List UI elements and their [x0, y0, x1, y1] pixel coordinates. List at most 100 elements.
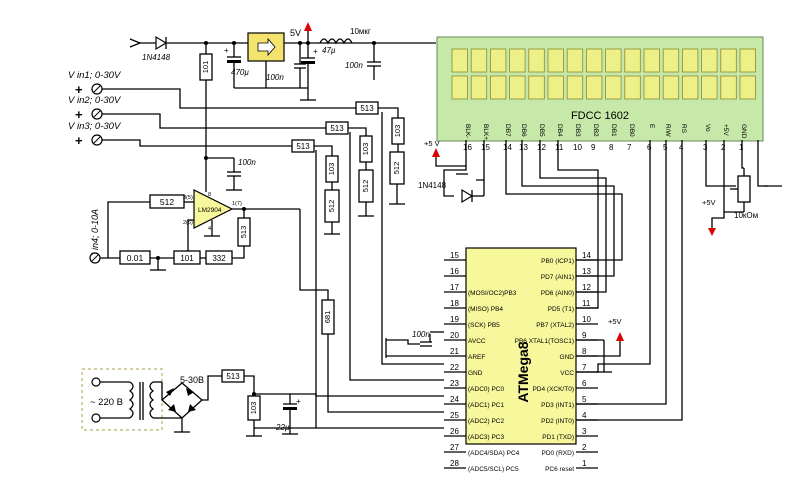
mcu-left-pin-number: 16 — [450, 267, 459, 276]
lcd-char-cell — [547, 75, 564, 100]
lcd-pin-number: 12 — [537, 143, 546, 152]
lcd-pin-label: E — [648, 124, 655, 129]
diode-top-symbol — [155, 35, 168, 51]
mcu-right-pin-label: PB6 XTAL1(TOSC1) — [515, 338, 574, 345]
lcd-pin-number: 8 — [609, 143, 614, 152]
lcd-char-cell — [489, 48, 507, 73]
vin1-plus: + — [75, 82, 83, 97]
transformer-secondary — [149, 381, 155, 419]
resistor-513-b-label: 513 — [330, 124, 344, 133]
mcu-right-pin-number: 3 — [582, 427, 587, 436]
mcu-right-pin-label: PD1 (TXD) — [542, 434, 574, 441]
regulator-arrow-icon — [257, 37, 276, 57]
mcu-right-pin-label: GND — [560, 354, 575, 361]
mcu-right-pin-number: 13 — [582, 267, 591, 276]
mcu-right-pin-number: 12 — [582, 283, 591, 292]
pot-label: 10кОм — [734, 211, 758, 220]
mcu-right-pin-number: 10 — [582, 315, 591, 324]
lcd-char-cell — [662, 48, 680, 73]
mcu-left-pin-label: (ADC5/SCL) PC5 — [468, 466, 519, 473]
opamp-pin1-label: 1(7) — [232, 201, 242, 207]
lcd-char-cell — [509, 75, 526, 100]
lcd-char-cell — [470, 75, 488, 100]
mcu-left-pin-number: 24 — [450, 395, 459, 404]
lcd-char-cell — [470, 48, 488, 73]
lcd-pin-label: +5V — [722, 124, 729, 136]
lcd-char-cell — [643, 75, 660, 100]
mcu-right-pin-label: PB0 (ICP1) — [541, 258, 574, 265]
mcu-left-pin-number: 28 — [450, 459, 459, 468]
lcd-pin-number: 16 — [463, 143, 472, 152]
resistor-101-fb-label: 101 — [180, 254, 194, 263]
lcd-pin-number: 14 — [503, 143, 512, 152]
mcu-right-pin-label: VCC — [560, 370, 574, 377]
mcu-right-pin-number: 14 — [582, 251, 591, 260]
resistor-103-psu-label: 103 — [249, 402, 258, 415]
vin1-label: V in1; 0-30V — [68, 70, 122, 81]
mcu-right-pin-number: 11 — [582, 299, 591, 308]
lcd-pin-number: 10 — [573, 143, 582, 152]
mains-psu-section: ~ 220 В 5-30В 513 103 + 22µ — [81, 368, 317, 437]
lcd-char-cell — [643, 48, 660, 73]
resistor-103-c-label: 103 — [327, 163, 336, 176]
resistor-103-b-label: 103 — [361, 143, 370, 156]
lcd-char-cell — [586, 75, 603, 100]
lcd-5v-label: +5 V — [424, 139, 440, 148]
resistor-513-a-label: 513 — [360, 104, 374, 113]
mcu-left-pin-number: 19 — [450, 315, 459, 324]
lcd-char-cell — [682, 48, 699, 73]
lcd-char-cell — [566, 48, 584, 73]
power-supply-section: 1N4148 101 + 470µ 100n 5V — [129, 22, 436, 158]
cap-470-label: 470µ — [231, 68, 249, 77]
lcd-title: FDCC 1602 — [571, 110, 629, 122]
resistor-512-a-label: 512 — [392, 162, 401, 175]
mcu-left-pin-number: 27 — [450, 443, 459, 452]
lcd-pin-label: DB6 — [520, 124, 527, 137]
voltage-inputs: V in1; 0-30V + 513 103 512 V in2; 0-30V … — [68, 70, 405, 235]
mcu-body — [465, 247, 577, 445]
lcd-pin-label: DB2 — [592, 124, 599, 137]
cap-100n-top-label: 100n — [345, 61, 363, 70]
mcu-left-pin-label: (ADC0) PC0 — [468, 386, 505, 393]
lcd-char-cell — [720, 48, 737, 73]
lcd-char-cell — [701, 48, 718, 73]
current-input-section: I in4; 0-10A 0.01 512 LM2904 3(5) 2(6) 1… — [89, 156, 335, 335]
lcd-char-cell — [566, 75, 584, 100]
mcu-5v-arrow-icon — [616, 332, 624, 341]
lcd-char-cell — [605, 75, 622, 100]
inductor — [319, 38, 353, 45]
svg-text:+: + — [296, 397, 301, 406]
vin2-plus: + — [75, 107, 83, 122]
lcd-pin-number: 15 — [481, 143, 490, 152]
lcd-cells — [451, 48, 756, 100]
mcu-left-pin-label: (ADC1) PC1 — [468, 402, 505, 409]
mcu-left-pin-label: AVCC — [468, 338, 486, 345]
lcd-char-cell — [586, 48, 603, 73]
opamp-pin3-label: 3(5) — [183, 195, 193, 201]
cap-22-label: 22µ — [275, 423, 290, 432]
mcu-left-pin-label: AREF — [468, 354, 485, 361]
pot-5v-arrow-icon — [708, 228, 716, 236]
lcd-char-cell — [662, 75, 680, 100]
lcd-char-cell — [682, 75, 699, 100]
rectifier-bridge — [161, 382, 203, 419]
opamp-lm2904 — [193, 189, 234, 229]
vin3-label: V in3; 0-30V — [68, 121, 122, 132]
svg-text:+: + — [224, 46, 229, 55]
resistor-shunt-label: 0.01 — [127, 253, 144, 263]
mcu-right-pin-number: 8 — [582, 347, 587, 356]
resistor-512-c-label: 512 — [327, 200, 336, 213]
mcu-right-pin-label: PD6 (AIN0) — [541, 290, 574, 297]
lcd-pin-number: 9 — [591, 143, 596, 152]
lcd-pin-label: RS — [680, 124, 687, 134]
inductor-label: 10мкг — [350, 27, 371, 36]
lcd-pin-number: 7 — [627, 143, 632, 152]
mcu-right-pin-number: 1 — [582, 459, 587, 468]
supply-5v-arrow-icon — [304, 22, 312, 31]
resistor-681-label: 681 — [323, 311, 332, 324]
pot-5v-label: +5V — [702, 198, 716, 207]
mcu-left-pin-number: 22 — [450, 363, 459, 372]
mcu-left-pin-label: (MOSI/OC2)PB3 — [468, 290, 517, 297]
